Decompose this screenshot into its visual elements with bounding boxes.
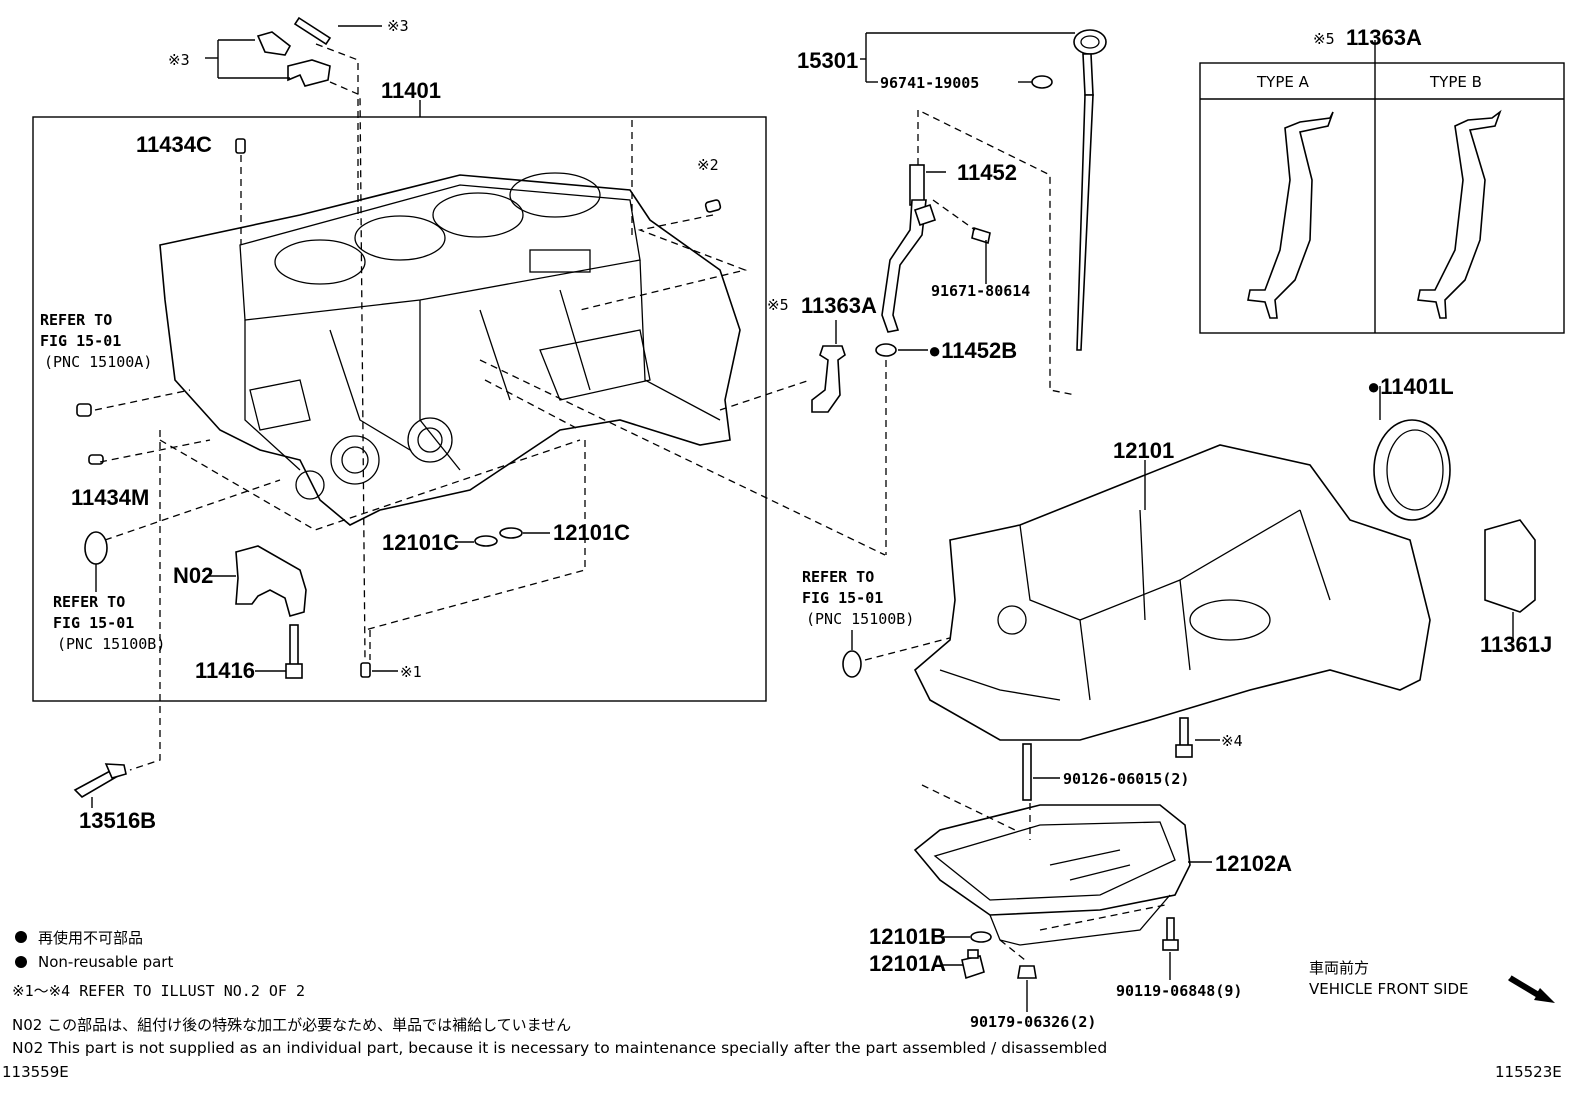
label-11416: 11416 [195,658,255,683]
nonreusable-bullet-icon-en [15,956,27,968]
drain-plug-12101A [961,949,985,980]
o-ring-11452B [875,343,897,357]
cylinder-block-drawing [159,172,741,526]
o-ring-refer-b [84,531,108,565]
cover-11361J [1484,519,1536,613]
label-90179: 90179-06326(2) [970,1013,1096,1031]
label-11361J: 11361J [1480,632,1552,657]
stud-90126 [1022,743,1032,801]
label-11434C: 11434C [136,132,212,157]
type-table [1199,40,1565,334]
knock-pin-note2 [704,199,722,213]
baffle-11363A [811,345,846,413]
dashed-leaders-dipstick [864,108,1076,661]
label-12101A: 12101A [869,951,946,976]
bolt-91671 [971,226,991,245]
o-ring-12101C-b [499,527,523,539]
legend-nonreusable-jp: 再使用不可部品 [38,929,143,947]
label-91671: 91671-80614 [931,282,1030,300]
label-12102A: 12102A [1215,851,1292,876]
legend-n02-jp: N02 この部品は、組付け後の特殊な加工が必要なため、単品では補給していません [12,1016,571,1034]
refer-b-line2: FIG 15-01 [53,614,134,632]
refer-c-line1: REFER TO [802,568,874,586]
label-note3-top: ※3 [387,17,409,35]
refer-b-line1: REFER TO [53,593,125,611]
legend-nonreusable-en: Non-reusable part [38,953,173,971]
knock-pin-11434M [88,454,104,465]
label-N02: N02 [173,563,213,588]
bearing-cap-N02 [235,545,307,617]
type-a-header: TYPE A [1256,73,1310,91]
label-note2: ※2 [697,156,719,174]
crankcase-12101 [914,444,1431,741]
knock-pin-11434C [235,138,246,154]
label-96741: 96741-19005 [880,74,979,92]
label-note3-left: ※3 [168,51,190,69]
legend-refer-note: ※1～※4 REFER TO ILLUST NO.2 OF 2 [12,982,305,1000]
label-note5-top: ※5 [1313,30,1335,48]
label-11452: 11452 [957,160,1017,185]
refer-a-line3: (PNC 15100A) [44,353,152,371]
oil-jet-13516B [73,763,127,799]
front-label-en: VEHICLE FRONT SIDE [1309,980,1469,998]
bolt-note4 [1175,717,1193,758]
label-11452B: ●11452B [928,338,1017,363]
bolt-11416 [285,624,303,679]
label-13516B: 13516B [79,808,156,833]
label-11363A-left: 11363A [801,293,877,318]
stud-note3 [293,16,332,46]
label-note1: ※1 [400,663,422,681]
oil-pan-12102A [913,804,1191,946]
footer-right-code: 115523E [1495,1063,1562,1081]
o-ring-refer-c [842,650,862,678]
label-note4: ※4 [1221,732,1243,750]
label-90119: 90119-06848(9) [1116,982,1242,1000]
refer-c-line2: FIG 15-01 [802,589,883,607]
o-ring-96741 [1031,75,1053,89]
oil-seal-11401L [1373,419,1451,521]
refer-a-line2: FIG 15-01 [40,332,121,350]
type-b-header: TYPE B [1429,73,1482,91]
nut-90179 [1017,965,1037,979]
refer-c-line3: (PNC 15100B) [806,610,914,628]
refer-b-line3: (PNC 15100B) [57,635,165,653]
dashed-leaders-block [94,43,886,771]
footer-left-code: 113559E [2,1063,69,1081]
o-ring-12101C-a [474,535,498,547]
label-12101B: 12101B [869,924,946,949]
label-12101C-a: 12101C [382,530,459,555]
label-11434M: 11434M [71,485,149,510]
pin-note1 [360,662,371,678]
label-90126: 90126-06015(2) [1063,770,1189,788]
label-11401L: ●11401L [1367,374,1454,399]
dipstick-15301 [1073,29,1107,351]
label-11401: 11401 [381,78,441,103]
legend-n02-en: N02 This part is not supplied as an indi… [12,1039,1107,1057]
label-note5-left: ※5 [767,296,789,314]
cylinder-block-frame [32,116,767,702]
label-15301: 15301 [797,48,858,73]
plug-note3 [256,31,292,56]
front-arrow-icon [1508,975,1555,1003]
label-12101: 12101 [1113,438,1174,463]
front-label-jp: 車両前方 [1309,959,1369,977]
gasket-12101B [970,931,992,943]
bolt-90119 [1162,917,1179,951]
knock-pin-refer-a [76,403,92,417]
label-11363A-top: 11363A [1346,25,1422,50]
dipstick-guide-11452 [881,164,937,333]
nonreusable-bullet-icon [15,931,27,943]
label-12101C-b: 12101C [553,520,630,545]
bracket-note3 [287,59,331,87]
refer-a-line1: REFER TO [40,311,112,329]
